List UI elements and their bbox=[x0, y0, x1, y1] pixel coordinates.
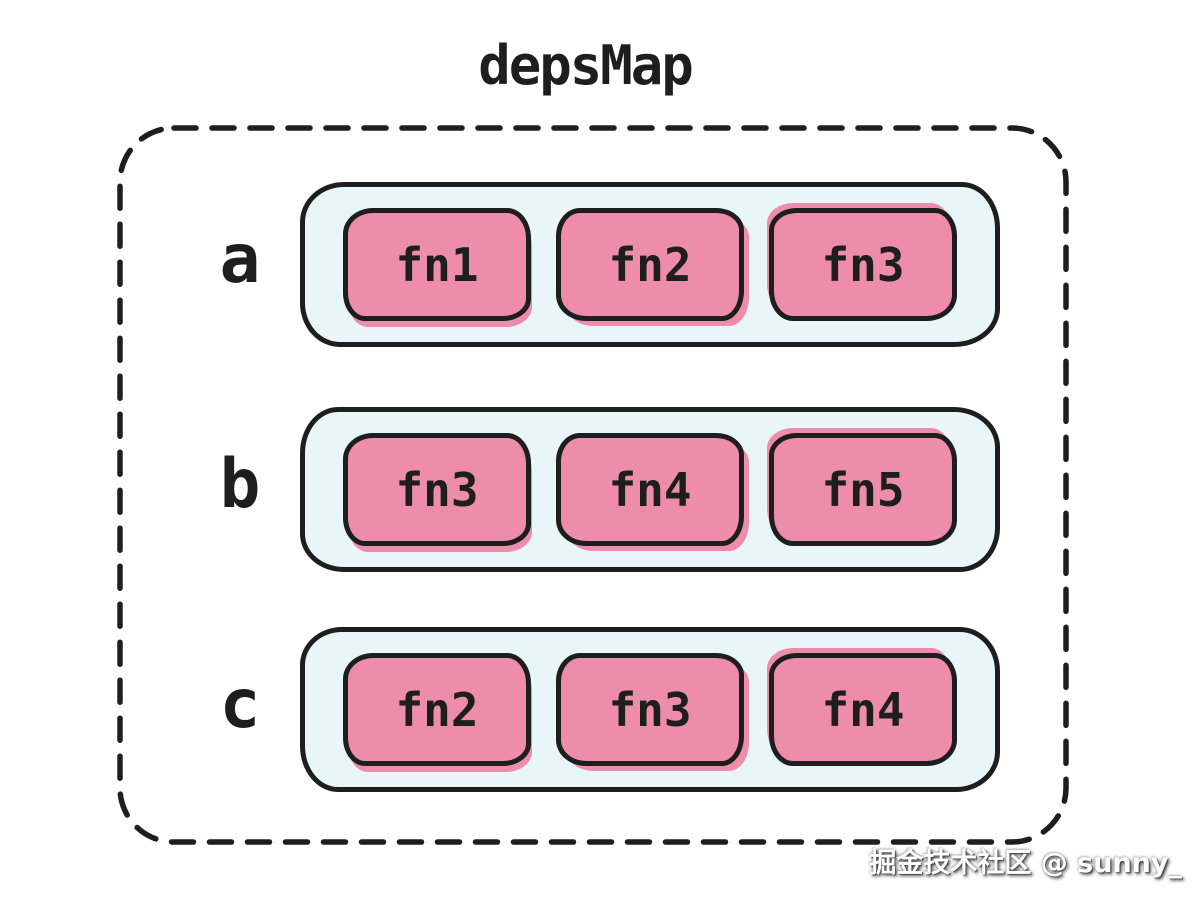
dashed-border-rect bbox=[117, 125, 1069, 845]
row-key-label: a bbox=[219, 219, 261, 299]
dep-box: fn4 bbox=[556, 433, 744, 546]
diagram-title: depsMap bbox=[478, 34, 694, 97]
dep-set-box: fn2 fn3 fn4 bbox=[300, 627, 1000, 792]
dep-box: fn3 bbox=[343, 433, 531, 546]
dep-box: fn4 bbox=[769, 653, 957, 766]
watermark-text: 掘金技术社区 @ sunny_ bbox=[869, 848, 1182, 879]
row-key-label: c bbox=[219, 664, 261, 744]
dep-box: fn2 bbox=[556, 208, 744, 321]
dep-set-box: fn3 fn4 fn5 bbox=[300, 407, 1000, 572]
depsmap-row-c: c fn2 fn3 fn4 bbox=[180, 627, 1000, 792]
dep-box: fn1 bbox=[343, 208, 531, 321]
dep-box: fn5 bbox=[769, 433, 957, 546]
row-key-label: b bbox=[219, 444, 261, 524]
depsmap-row-a: a fn1 fn2 fn3 bbox=[180, 182, 1000, 347]
dep-box: fn3 bbox=[769, 208, 957, 321]
dep-box: fn2 bbox=[343, 653, 531, 766]
dep-box: fn3 bbox=[556, 653, 744, 766]
dep-set-box: fn1 fn2 fn3 bbox=[300, 182, 1000, 347]
depsmap-row-b: b fn3 fn4 fn5 bbox=[180, 407, 1000, 572]
